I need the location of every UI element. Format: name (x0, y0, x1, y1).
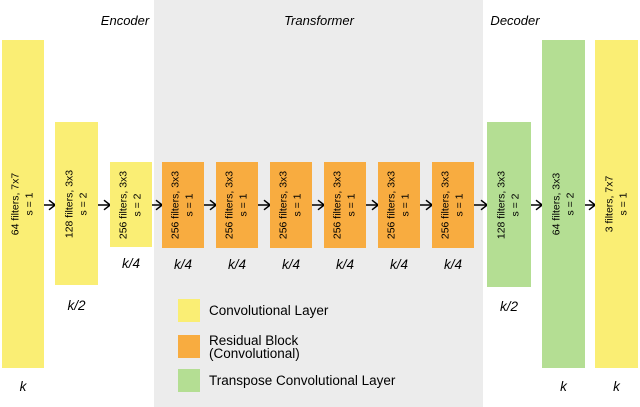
size-label: k/4 (121, 256, 140, 271)
block-spec-line2: s = 1 (345, 193, 357, 217)
size-label: k/4 (281, 257, 300, 272)
size-label: k (19, 379, 27, 394)
block-spec-line1: 128 filters, 3x3 (63, 169, 75, 238)
size-label: k/2 (67, 298, 86, 313)
transformer-panel (154, 0, 483, 407)
size-label: k/4 (173, 257, 192, 272)
block-spec-line1: 256 filters, 3x3 (331, 170, 344, 240)
block-spec-line1: 256 filters, 3x3 (385, 170, 398, 240)
block-spec-line1: 256 filters, 3x3 (277, 170, 290, 240)
legend-label-line: (Convolutional) (209, 345, 300, 361)
legend-item: Residual Block(Convolutional) (178, 332, 300, 361)
block-spec-line1: 256 filters, 3x3 (117, 170, 130, 239)
legend-swatch-residual_orange (178, 335, 200, 358)
size-label: k (613, 379, 620, 394)
block-spec-line2: s = 1 (453, 193, 465, 217)
block-spec-line1: 128 filters, 3x3 (495, 170, 508, 239)
block-spec-line2: s = 1 (616, 192, 629, 216)
size-label: k (560, 379, 567, 394)
block-spec-line1: 64 filters, 7x7 (9, 172, 22, 236)
legend-label: Residual Block(Convolutional) (209, 332, 300, 361)
legend-label: Convolutional Layer (209, 303, 329, 318)
size-label: k/4 (443, 257, 462, 272)
size-label: k/4 (227, 257, 246, 272)
legend-label-line: Residual Block (209, 332, 299, 348)
block-spec-line2: s = 1 (399, 193, 411, 217)
legend-swatch-conv_yellow (178, 299, 200, 322)
block-spec-line2: s = 2 (131, 192, 143, 217)
section-label-decoder: Decoder (490, 13, 540, 28)
legend-item: Convolutional Layer (178, 299, 328, 322)
block-spec-line2: s = 2 (76, 191, 89, 216)
block-spec-line2: s = 1 (291, 193, 303, 217)
block-spec-line1: 256 filters, 3x3 (223, 170, 236, 240)
block-spec-line2: s = 2 (563, 192, 576, 216)
legend-label-line: Convolutional Layer (209, 303, 329, 318)
legend-label: Transpose Convolutional Layer (209, 373, 396, 388)
size-label: k/4 (335, 257, 354, 272)
block-spec-line2: s = 1 (183, 193, 195, 217)
legend-item: Transpose Convolutional Layer (178, 369, 395, 392)
block-spec-line1: 256 filters, 3x3 (169, 170, 182, 240)
size-label: k/2 (499, 299, 518, 314)
block-spec-line1: 64 filters, 3x3 (550, 172, 562, 236)
size-label: k/4 (389, 257, 408, 272)
legend-label-line: Transpose Convolutional Layer (209, 373, 396, 388)
section-label-encoder: Encoder (100, 13, 150, 28)
block-spec-line2: s = 1 (237, 193, 249, 217)
legend-swatch-tconv_green (178, 369, 200, 392)
block-spec-line2: s = 1 (23, 192, 35, 216)
block-spec-line1: 3 filters, 7x7 (603, 175, 615, 233)
block-spec-line2: s = 2 (509, 192, 521, 217)
block-spec-line1: 256 filters, 3x3 (439, 170, 452, 240)
section-label-transformer: Transformer (284, 13, 354, 28)
